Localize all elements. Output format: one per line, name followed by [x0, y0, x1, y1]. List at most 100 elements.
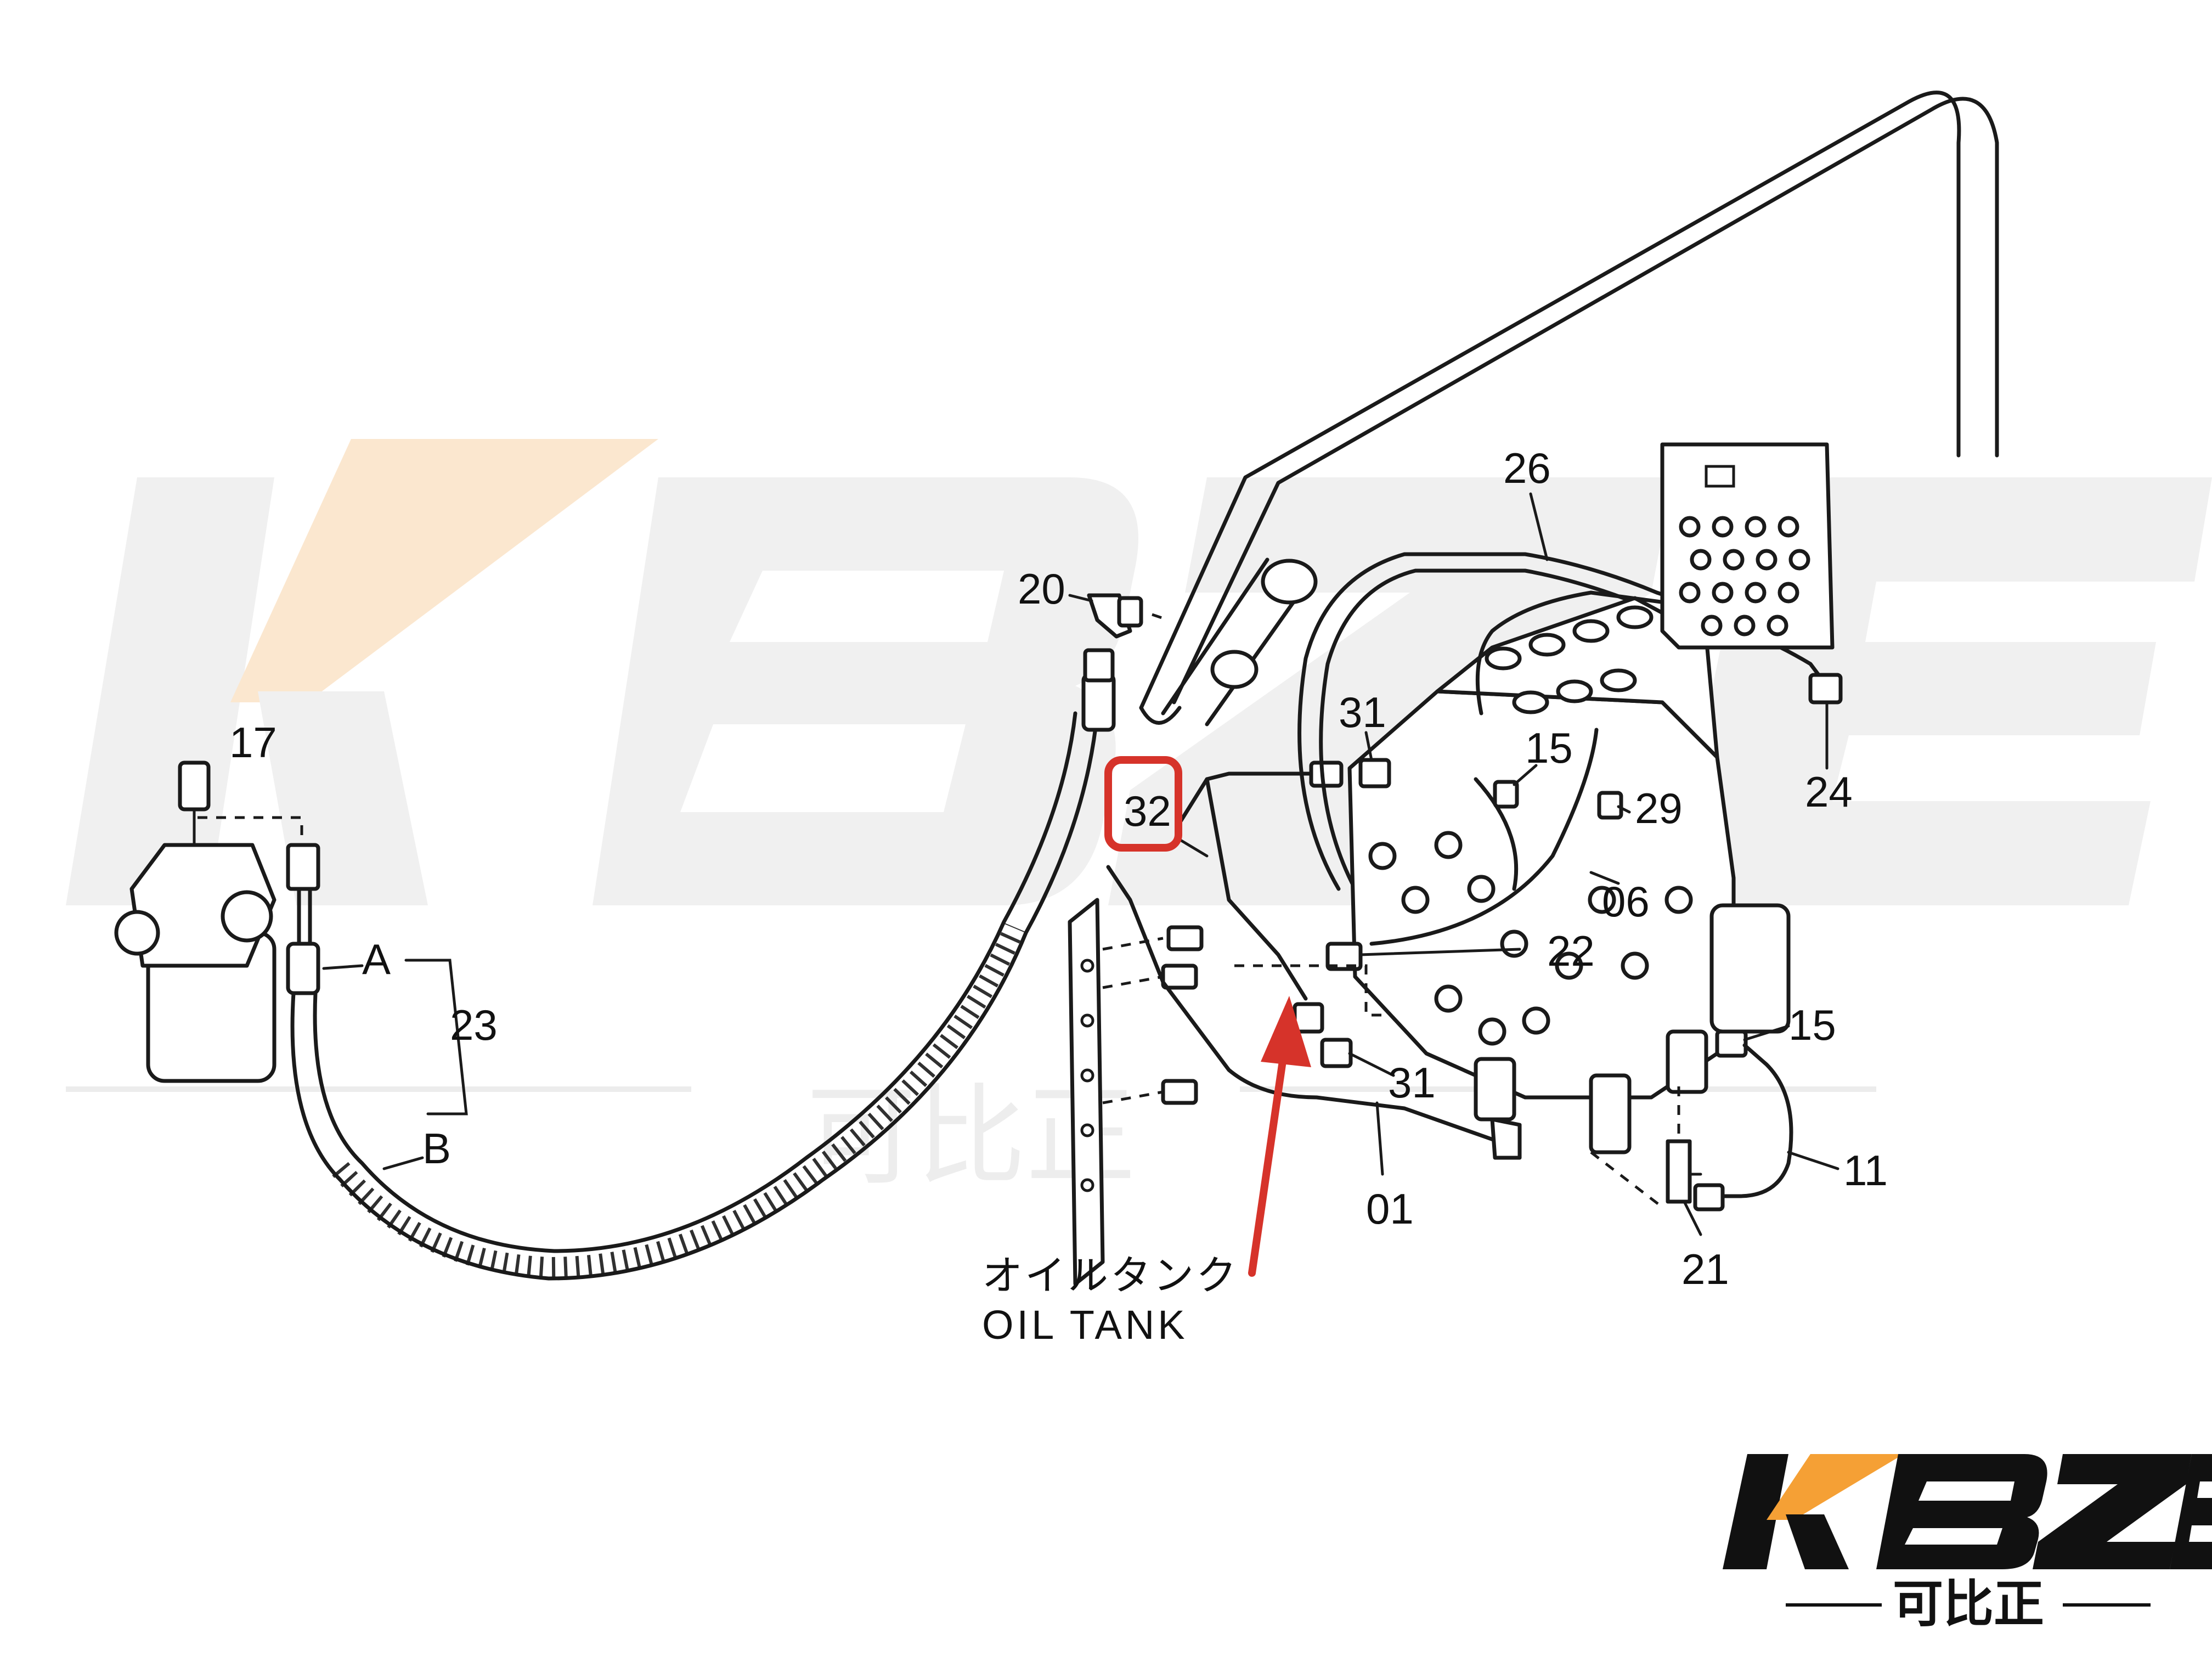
part-label-06: 06 [1602, 877, 1650, 926]
logo-subtitle: 可比正 [1893, 1575, 2044, 1633]
part-label-31-lower: 31 [1388, 1058, 1436, 1107]
leader-11 [1787, 1151, 1839, 1170]
pipe-32-line-1 [1177, 771, 1319, 825]
filter-fitting-17 [178, 760, 211, 812]
control-valve [1320, 590, 1829, 1154]
logo-k-accent [1767, 1454, 1904, 1520]
pipe-01-end [1490, 1117, 1522, 1160]
leader-29 [1617, 805, 1631, 814]
fitting-15b [1715, 1029, 1748, 1058]
lines-11-21 [1590, 1029, 1793, 1212]
part-label-21: 21 [1681, 1245, 1729, 1293]
highlight-label-32: 32 [1124, 787, 1171, 835]
leader-06 [1589, 871, 1620, 885]
leader-15b [1743, 1024, 1790, 1041]
watermark-k-accent [230, 439, 658, 702]
part-label-24: 24 [1805, 768, 1853, 816]
part-label-29: 29 [1635, 784, 1683, 832]
hose-ferrule-a [286, 942, 320, 995]
fitting-22 [1325, 942, 1363, 971]
tube-collar-1 [1261, 559, 1318, 605]
oil-tank-caption: オイルタンク OIL TANK [982, 1252, 1239, 1348]
part-label-15-lower: 15 [1788, 1001, 1836, 1049]
caption-english: OIL TANK [982, 1302, 1188, 1348]
leader-a [322, 964, 364, 970]
fitting-24 [1808, 673, 1843, 705]
part-label-26: 26 [1503, 444, 1551, 492]
upper-pipe-end [1139, 706, 1182, 725]
fitting-31a [1358, 758, 1391, 788]
leader-15a [1513, 764, 1538, 786]
bracket-plate [1068, 898, 1204, 1286]
watermark-b [592, 477, 1138, 905]
part-label-20: 20 [1018, 565, 1065, 613]
upper-pipe [1139, 91, 1999, 726]
bracket-hole-5 [1080, 1178, 1094, 1192]
dash-21 [1590, 1151, 1663, 1208]
part-label-22: 22 [1547, 927, 1595, 975]
watermark-k-stem [66, 477, 274, 905]
leader-31b [1348, 1052, 1395, 1077]
part-label-15-upper: 15 [1525, 724, 1573, 772]
filter-port-left [114, 910, 160, 956]
bracket-plate-body [1068, 898, 1105, 1286]
hose-body-inner [313, 711, 1077, 1253]
bracket-fitting-1 [1166, 925, 1204, 951]
valve-internal-hose [1369, 728, 1599, 946]
tube-left [1161, 557, 1269, 715]
leader-21 [1683, 1200, 1702, 1236]
dash-01-bracket [1234, 964, 1388, 1017]
fitting-31b [1320, 1038, 1353, 1068]
hose-23 [286, 648, 1116, 1281]
highlight-arrow-shaft [1248, 1050, 1288, 1277]
valve-right-block [1709, 903, 1791, 1034]
highlight-32: 32 [1104, 756, 1311, 1277]
logo-e [2170, 1454, 2212, 1569]
part-labels: 17 20 A B 23 26 31 15 29 06 22 24 15 31 … [229, 444, 1888, 1293]
bracket-hole-2 [1080, 1013, 1094, 1028]
leader-20 [1068, 594, 1093, 602]
bracket-hole-1 [1080, 959, 1094, 973]
valve-hose-06 [1474, 777, 1519, 891]
pipe-32-fitting-top [1309, 760, 1344, 788]
upper-pipe-outer [1172, 97, 1999, 705]
valve-ports [1368, 831, 1693, 1046]
tee-21 [1666, 1139, 1692, 1204]
pilot-valve-block [1660, 442, 1843, 705]
tube-collar-2 [1210, 650, 1259, 689]
leader-22 [1359, 948, 1521, 956]
hose-nut-a [286, 843, 320, 891]
logo-k-stem [1723, 1454, 1788, 1569]
pipe-01 [1106, 865, 1522, 1160]
fitting-15a [1493, 780, 1519, 809]
kbze-logo: 可比正 [1723, 1454, 2212, 1633]
bracket-hole-4 [1080, 1123, 1094, 1137]
leader-01 [1375, 1101, 1384, 1176]
pipe-32-line-2 [1205, 777, 1308, 1001]
watermark-k-leg [258, 691, 428, 905]
bracket-dash-2 [1102, 975, 1164, 989]
filter-port-right [221, 890, 273, 943]
leader-31a [1364, 731, 1373, 762]
elbow-20 [1068, 593, 1169, 639]
hose-26-outer [1297, 552, 1692, 891]
line-11 [1709, 1043, 1793, 1198]
upper-pipe-inner [1139, 91, 1961, 710]
part-label-17: 17 [229, 718, 277, 767]
bracket-fitting-2 [1161, 964, 1198, 990]
leader-b [382, 1156, 424, 1170]
part-label-31-upper: 31 [1339, 688, 1386, 736]
hose-26-inner [1319, 568, 1686, 891]
highlight-arrow [1248, 996, 1311, 1277]
valve-foot-2 [1589, 1073, 1632, 1154]
bracket-fitting-3 [1161, 1079, 1198, 1105]
highlight-box [1104, 756, 1182, 852]
bracket-ab-line [404, 959, 468, 1115]
valve-foot-3 [1666, 1029, 1708, 1094]
leader-32 [1178, 838, 1209, 858]
pipe-01-line [1106, 865, 1500, 1143]
valve-spool-caps [1485, 605, 1654, 714]
caption-japanese: オイルタンク [982, 1252, 1239, 1299]
